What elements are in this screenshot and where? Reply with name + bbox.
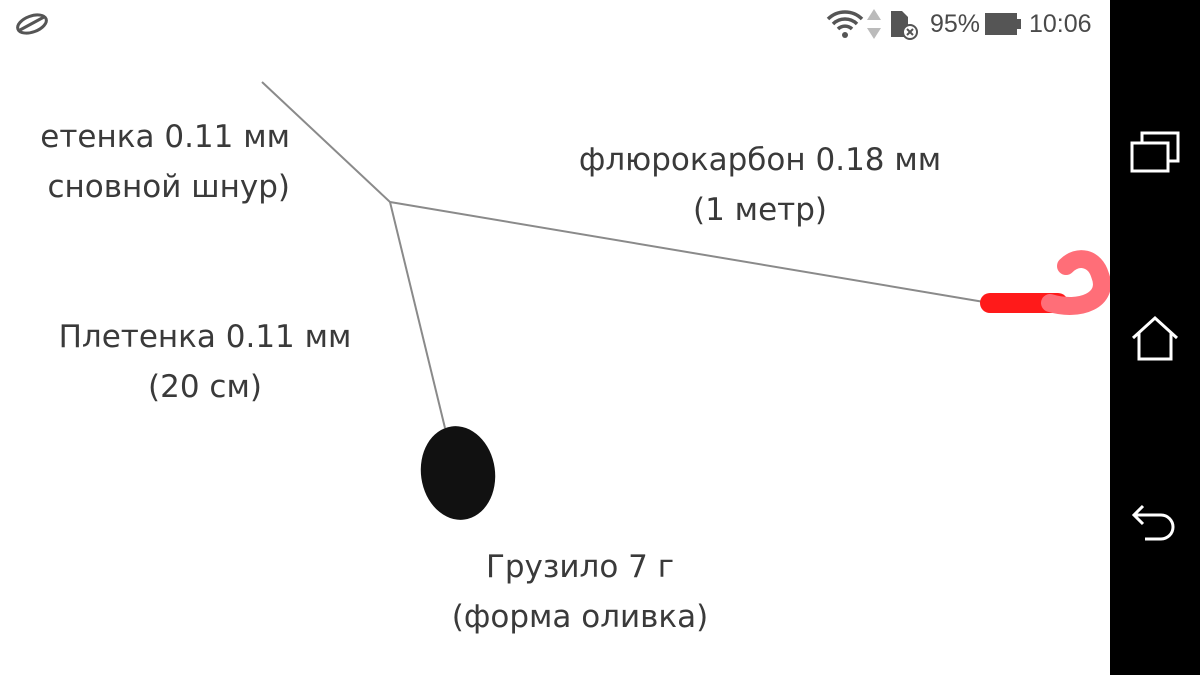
battery-icon: [984, 0, 1022, 48]
data-arrows-icon: [866, 0, 882, 48]
dropper-label: Плетенка 0.11 мм (20 см): [58, 319, 352, 405]
recent-apps-icon: [1130, 131, 1180, 173]
clock: 10:06: [1029, 9, 1092, 38]
battery-percent: 95%: [930, 9, 981, 38]
wifi-icon: [826, 0, 864, 48]
leader-label: флюрокарбон 0.18 мм (1 метр): [578, 142, 942, 228]
app-notification-icon: [14, 0, 50, 48]
home-icon: [1131, 315, 1179, 361]
navigation-bar: [1110, 0, 1200, 675]
status-bar: 95% 10:06: [0, 0, 1110, 48]
dropper-line: [389, 201, 446, 429]
sinker-label: Грузило 7 г (форма оливка): [451, 549, 709, 635]
rig-diagram: [261, 81, 1110, 520]
recent-apps-button[interactable]: [1110, 112, 1200, 192]
lure: [980, 250, 1110, 315]
main-line-label: етенка 0.11 мм сновной шнур): [40, 119, 290, 205]
main-line: [261, 81, 391, 203]
sd-card-icon: [888, 0, 920, 48]
home-button[interactable]: [1110, 298, 1200, 378]
leader-line: [389, 201, 991, 304]
sinker: [420, 426, 496, 520]
back-icon: [1131, 504, 1175, 541]
screen: 95% 10:06 етенка 0.11 мм сновной шнур) ф…: [0, 0, 1110, 635]
back-button[interactable]: [1110, 484, 1200, 564]
